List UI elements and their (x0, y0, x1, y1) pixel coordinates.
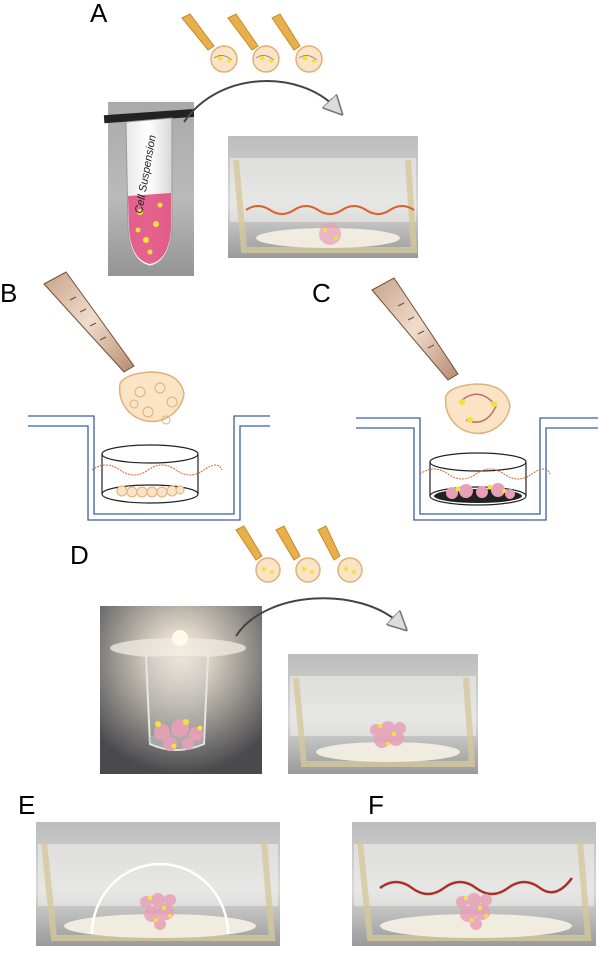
pipette-tip-icon (236, 526, 280, 582)
pipette-tip-icon (272, 14, 322, 72)
chamber-photo-f (352, 822, 596, 946)
insert-well-b (28, 416, 270, 520)
pipette-icon (372, 278, 458, 380)
pipette-tip-icon (182, 14, 237, 72)
neuron-cell-icon (446, 384, 510, 433)
pipette-icon (44, 272, 134, 372)
curved-arrow-icon (184, 81, 336, 122)
cell-droplet-icon (120, 372, 184, 424)
insert-photo-d (100, 606, 262, 774)
chamber-photo-d (288, 654, 478, 774)
pipette-tip-icon (276, 526, 320, 582)
chamber-photo-e (36, 822, 280, 946)
chamber-photo-a (228, 136, 418, 258)
pipette-tip-icon (318, 526, 362, 582)
